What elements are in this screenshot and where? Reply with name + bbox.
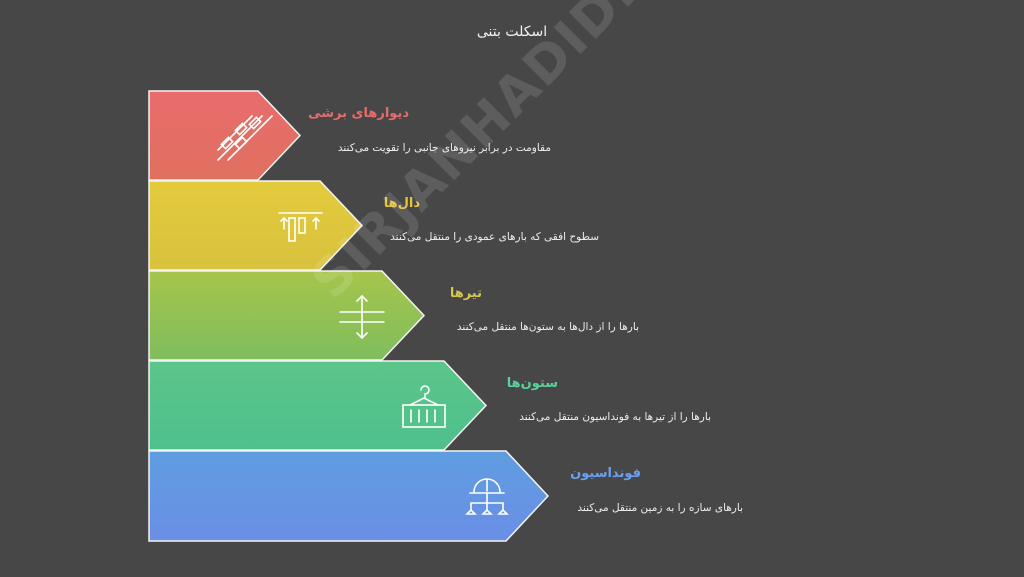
layer-description-columns: بارها را از تیرها به فونداسیون منتقل می‌… [519, 411, 711, 423]
layer-heading-foundation: فونداسیون [570, 466, 641, 481]
layer-arrow-foundation [148, 450, 550, 542]
layer-heading-shear-walls: دیوارهای برشی [308, 106, 409, 121]
layer-arrow-beams [148, 270, 426, 361]
foundation-icon [465, 478, 509, 515]
layer-description-beams: بارها را از دال‌ها به ستون‌ها منتقل می‌ک… [456, 321, 639, 333]
layer-heading-slabs: دال‌ها [383, 196, 420, 211]
column-icon [402, 385, 446, 428]
slab-icon [278, 212, 323, 242]
layer-arrow-slabs [148, 180, 364, 271]
layer-heading-beams: تیرها [449, 286, 482, 301]
shear-wall-icon [217, 115, 273, 161]
layer-heading-columns: ستون‌ها [506, 376, 558, 391]
layer-description-foundation: بارهای سازه را به زمین منتقل می‌کنند [577, 502, 743, 514]
layer-description-slabs: سطوح افقی که بارهای عمودی را منتقل می‌کن… [390, 231, 599, 243]
beam-icon [339, 294, 385, 340]
layer-description-shear-walls: مقاومت در برابر نیروهای جانبی را تقویت م… [337, 142, 551, 154]
diagram-title: اسکلت بتنی [476, 24, 548, 40]
layer-arrow-shear-walls [148, 90, 302, 181]
layer-arrow-columns [148, 360, 488, 451]
